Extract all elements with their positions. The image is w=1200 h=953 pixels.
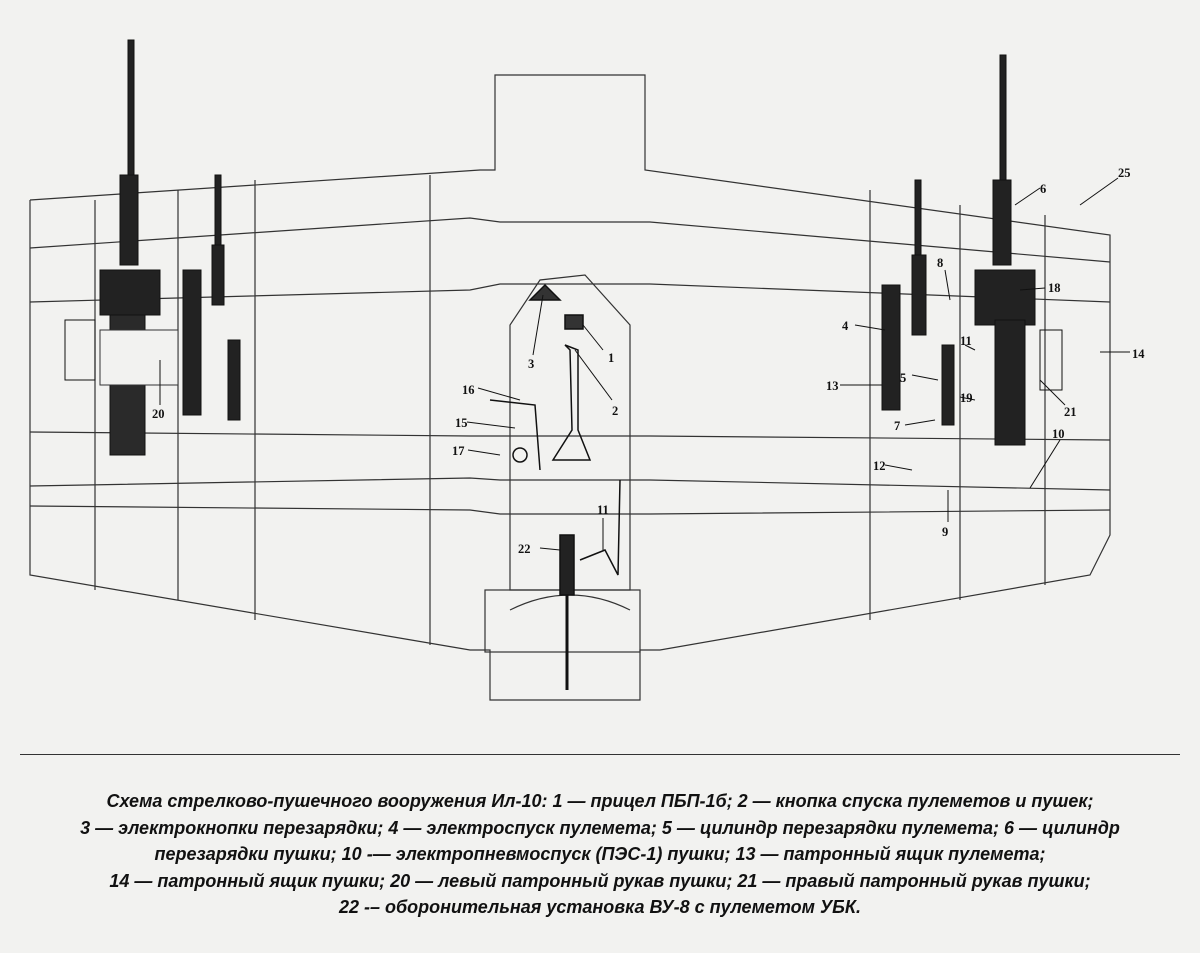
caption-line-1: Схема стрелково-пушечного вооружения Ил-… bbox=[106, 791, 1094, 811]
callout-9: 9 bbox=[942, 525, 948, 539]
caption-line-3: перезарядки пушки; 10 -— электропневмосп… bbox=[154, 844, 1046, 864]
callout-15: 15 bbox=[455, 416, 468, 430]
callout-5: 5 bbox=[900, 371, 906, 385]
left-machine-gun bbox=[182, 174, 241, 421]
right-cannon bbox=[974, 54, 1063, 446]
cockpit-equipment bbox=[489, 283, 621, 690]
callout-21: 21 bbox=[1064, 405, 1077, 419]
callout-2: 2 bbox=[612, 404, 618, 418]
armament-schematic: 1 2 3 4 5 6 7 8 9 10 11 11 12 13 14 15 1… bbox=[29, 39, 1145, 701]
callout-6: 6 bbox=[1040, 182, 1046, 196]
callout-12: 12 bbox=[873, 459, 886, 473]
left-cannon bbox=[64, 39, 179, 456]
callout-20: 20 bbox=[152, 407, 165, 421]
caption-line-5: 22 -– оборонительная установка ВУ-8 с пу… bbox=[339, 897, 861, 917]
callout-4: 4 bbox=[842, 319, 849, 333]
callout-11-right: 11 bbox=[960, 334, 972, 348]
callout-18: 18 bbox=[1048, 281, 1061, 295]
caption-divider bbox=[20, 754, 1180, 755]
callout-19: 19 bbox=[960, 391, 973, 405]
callout-16: 16 bbox=[462, 383, 475, 397]
callout-8: 8 bbox=[937, 256, 943, 270]
right-machine-gun bbox=[881, 179, 955, 426]
callout-3: 3 bbox=[528, 357, 534, 371]
callout-17: 17 bbox=[452, 444, 465, 458]
wing-outline bbox=[29, 74, 1111, 701]
callout-25: 25 bbox=[1118, 166, 1131, 180]
callout-14: 14 bbox=[1132, 347, 1145, 361]
caption-line-2: 3 — электрокнопки перезарядки; 4 — элект… bbox=[80, 817, 1120, 838]
callout-22: 22 bbox=[518, 542, 531, 556]
callout-13: 13 bbox=[826, 379, 839, 393]
callout-1: 1 bbox=[608, 351, 614, 365]
callout-10: 10 bbox=[1052, 427, 1065, 441]
figure-caption: Схема стрелково-пушечного вооружения Ил-… bbox=[20, 788, 1180, 921]
callout-7: 7 bbox=[894, 419, 900, 433]
callout-11-left: 11 bbox=[597, 503, 609, 517]
leader-lines bbox=[159, 177, 1130, 551]
caption-line-4: 14 — патронный ящик пушки; 20 — левый па… bbox=[109, 870, 1091, 891]
